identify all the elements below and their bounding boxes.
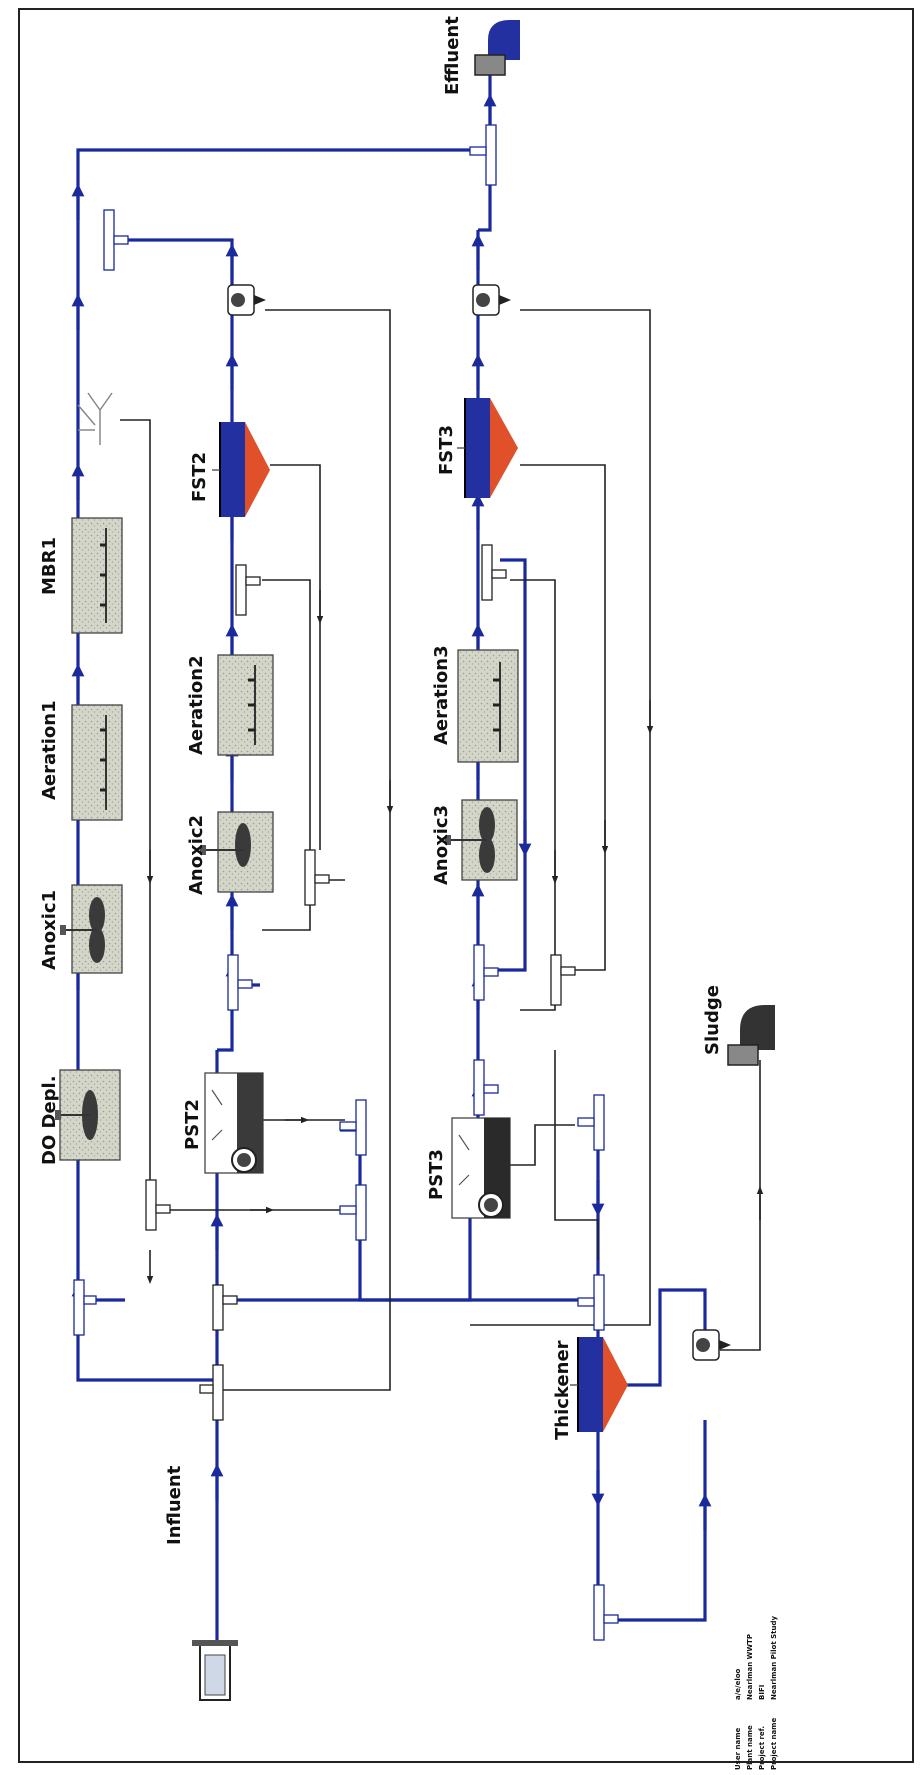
splitter-fst2-feed (235, 564, 261, 616)
clarifier-fst3[interactable] (457, 398, 518, 498)
mixer-pst3-under (577, 1094, 605, 1151)
info-block: User name a/e/eloo Plant name Nearlman W… (734, 1615, 778, 1770)
tank-mbr1[interactable] (71, 517, 123, 634)
mixer-pst2-under-a (339, 1099, 367, 1156)
splitter-pst2-bypass (212, 1284, 238, 1331)
info-project-name-label: Project name (770, 1718, 778, 1770)
tank-anoxic1[interactable] (60, 884, 123, 974)
splitter-fst3-feed (481, 544, 507, 601)
label-pst3: PST3 (426, 1149, 447, 1200)
tank-anoxic3[interactable] (445, 799, 518, 881)
info-project-ref-label: Project ref. (758, 1726, 766, 1770)
pump-fst2-icon[interactable] (227, 284, 266, 316)
clarifier-fst2[interactable] (212, 422, 270, 517)
info-user-name-label: User name (734, 1728, 742, 1770)
tank-anoxic2[interactable] (200, 811, 274, 893)
label-anoxic1: Anoxic1 (39, 890, 60, 970)
pump-thickener-icon[interactable] (692, 1329, 731, 1361)
tank-aeration1[interactable] (71, 704, 123, 821)
mixer-train1 (73, 1279, 97, 1336)
sludge-icon[interactable] (727, 1005, 775, 1066)
line-was-black (120, 309, 764, 1391)
label-aeration2: Aeration2 (186, 655, 207, 755)
label-sludge: Sludge (702, 985, 723, 1055)
mixer-icon (235, 823, 251, 867)
tank-do-depl[interactable] (55, 1069, 121, 1161)
mixer-sludge-out (593, 1584, 619, 1641)
thickener[interactable] (570, 1337, 628, 1432)
label-anoxic2: Anoxic2 (186, 815, 207, 895)
mixer-effluent (469, 124, 497, 186)
diagram-frame (18, 8, 914, 1763)
tank-aeration2[interactable] (217, 654, 274, 756)
line-train2 (120, 238, 239, 1052)
settler-pst2[interactable] (204, 1072, 264, 1174)
mixer-train3-a (473, 1059, 499, 1116)
info-user-name-value: a/e/eloo (734, 1668, 742, 1700)
label-aeration1: Aeration1 (39, 700, 60, 800)
splitter-effluent-mbr (103, 209, 129, 271)
mixer-thickener-feed (577, 1274, 605, 1331)
mixer-icon (479, 807, 495, 843)
membrane-splitter (77, 392, 113, 445)
label-fst2: FST2 (189, 452, 210, 502)
tank-aeration3[interactable] (457, 649, 519, 763)
junctions (73, 124, 619, 1641)
splitter-train1-was (145, 1179, 171, 1231)
label-mbr1: MBR1 (39, 537, 60, 595)
label-effluent: Effluent (442, 16, 463, 95)
info-plant-name-value: Nearlman WWTP (746, 1634, 754, 1700)
influent-icon[interactable] (192, 1640, 238, 1701)
label-aeration3: Aeration3 (431, 645, 452, 745)
line-sludge-thickener (591, 1288, 712, 1622)
label-do-depl: DO Depl. (39, 1075, 60, 1165)
mixer-icon (89, 897, 105, 933)
label-fst3: FST3 (436, 425, 457, 475)
splitter-train2-ras (304, 849, 330, 906)
splitter-train3-ras (550, 954, 576, 1006)
pump-fst3-icon[interactable] (472, 284, 511, 316)
info-project-ref-value: BIFI (758, 1685, 766, 1700)
mixer-train3-b (473, 944, 499, 1001)
label-influent: Influent (164, 1465, 185, 1545)
info-plant-name-label: Plant name (746, 1725, 754, 1770)
label-thickener: Thickener (552, 1340, 573, 1440)
line-ras3 (478, 558, 532, 972)
effluent-icon[interactable] (474, 20, 520, 76)
label-anoxic3: Anoxic3 (431, 805, 452, 885)
mixer-pst2-under-b (339, 1184, 367, 1241)
splitter-influent (199, 1364, 224, 1421)
label-pst2: PST2 (182, 1099, 203, 1150)
settler-pst3[interactable] (451, 1117, 511, 1219)
mixer-train2 (227, 954, 253, 1011)
info-project-name-value: Nearlman Pilot Study (770, 1615, 778, 1700)
